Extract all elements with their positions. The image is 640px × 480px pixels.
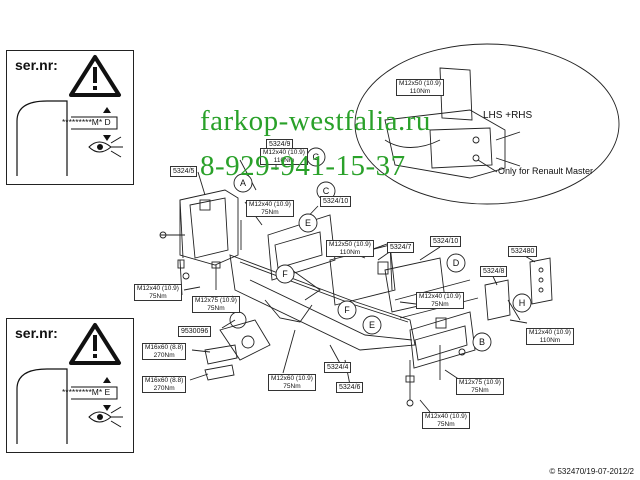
- part-number: 5324/5: [170, 166, 198, 177]
- serial-label: ser.nr:: [15, 325, 58, 341]
- bolt-callout: M12x40 (10.9)75Nm: [416, 292, 464, 309]
- bolt-callout: M12x50 (10.9)110Nm: [326, 240, 374, 257]
- letter-F: F: [344, 305, 350, 315]
- part-number: 5324/10: [430, 236, 462, 247]
- part-number: 5324/4: [324, 362, 352, 373]
- bolt-callout: M16x60 (8.8)270Nm: [142, 343, 187, 360]
- part-number: 532480: [508, 246, 538, 257]
- letter-A: A: [240, 178, 246, 188]
- letter-G: G: [312, 152, 319, 162]
- part-number: 5324/10: [320, 196, 352, 207]
- inset-bolt-callout: M12x50 (10.9)110Nm: [396, 79, 444, 96]
- inset-ellipse: [354, 43, 620, 205]
- part-number: 9530096: [178, 326, 212, 337]
- serial-panel-top: ser.nr: *********M* D: [6, 50, 134, 185]
- bolt-callout: M16x60 (8.8)270Nm: [142, 376, 187, 393]
- warning-icon: [16, 323, 123, 444]
- inset-note: Only for Renault Master: [498, 166, 594, 176]
- watermark-phone: 8-929-941-15-37: [200, 150, 406, 182]
- bolt-callout: M12x40 (10.9)110Nm: [260, 148, 308, 165]
- serial-marker-e: *********M* E: [62, 387, 111, 397]
- bolt-callout: M12x40 (10.9)110Nm: [526, 328, 574, 345]
- inset-title: LHS +RHS: [483, 110, 533, 121]
- bolt-callout: M12x75 (10.9)75Nm: [456, 378, 504, 395]
- bolt-callout: M12x40 (10.9)75Nm: [246, 200, 294, 217]
- serial-panel-bottom: ser.nr: *********M* E: [6, 318, 134, 453]
- bolt-callout: M12x40 (10.9)75Nm: [422, 412, 470, 429]
- letter-F: F: [282, 269, 288, 279]
- part-number: 5324/7: [387, 242, 415, 253]
- part-number: 5324/6: [336, 382, 364, 393]
- part-number: 5324/8: [480, 266, 508, 277]
- warning-icon: [16, 55, 123, 176]
- bolt-callout: M12x60 (10.9)75Nm: [268, 374, 316, 391]
- bolt-callout: M12x75 (10.9)75Nm: [192, 296, 240, 313]
- serial-marker-d: *********M* D: [62, 117, 111, 127]
- letter-H: H: [519, 298, 526, 308]
- letter-C: C: [323, 186, 330, 196]
- letter-E: E: [305, 218, 311, 228]
- copyright-text: © 532470/19-07-2012/2: [549, 467, 634, 476]
- letter-B: B: [479, 337, 485, 347]
- serial-label: ser.nr:: [15, 57, 58, 73]
- letter-E: E: [369, 320, 375, 330]
- watermark-site: farkop-westfalia.ru: [200, 105, 431, 137]
- bolt-callout: M12x40 (10.9)75Nm: [134, 284, 182, 301]
- letter-D: D: [453, 258, 460, 268]
